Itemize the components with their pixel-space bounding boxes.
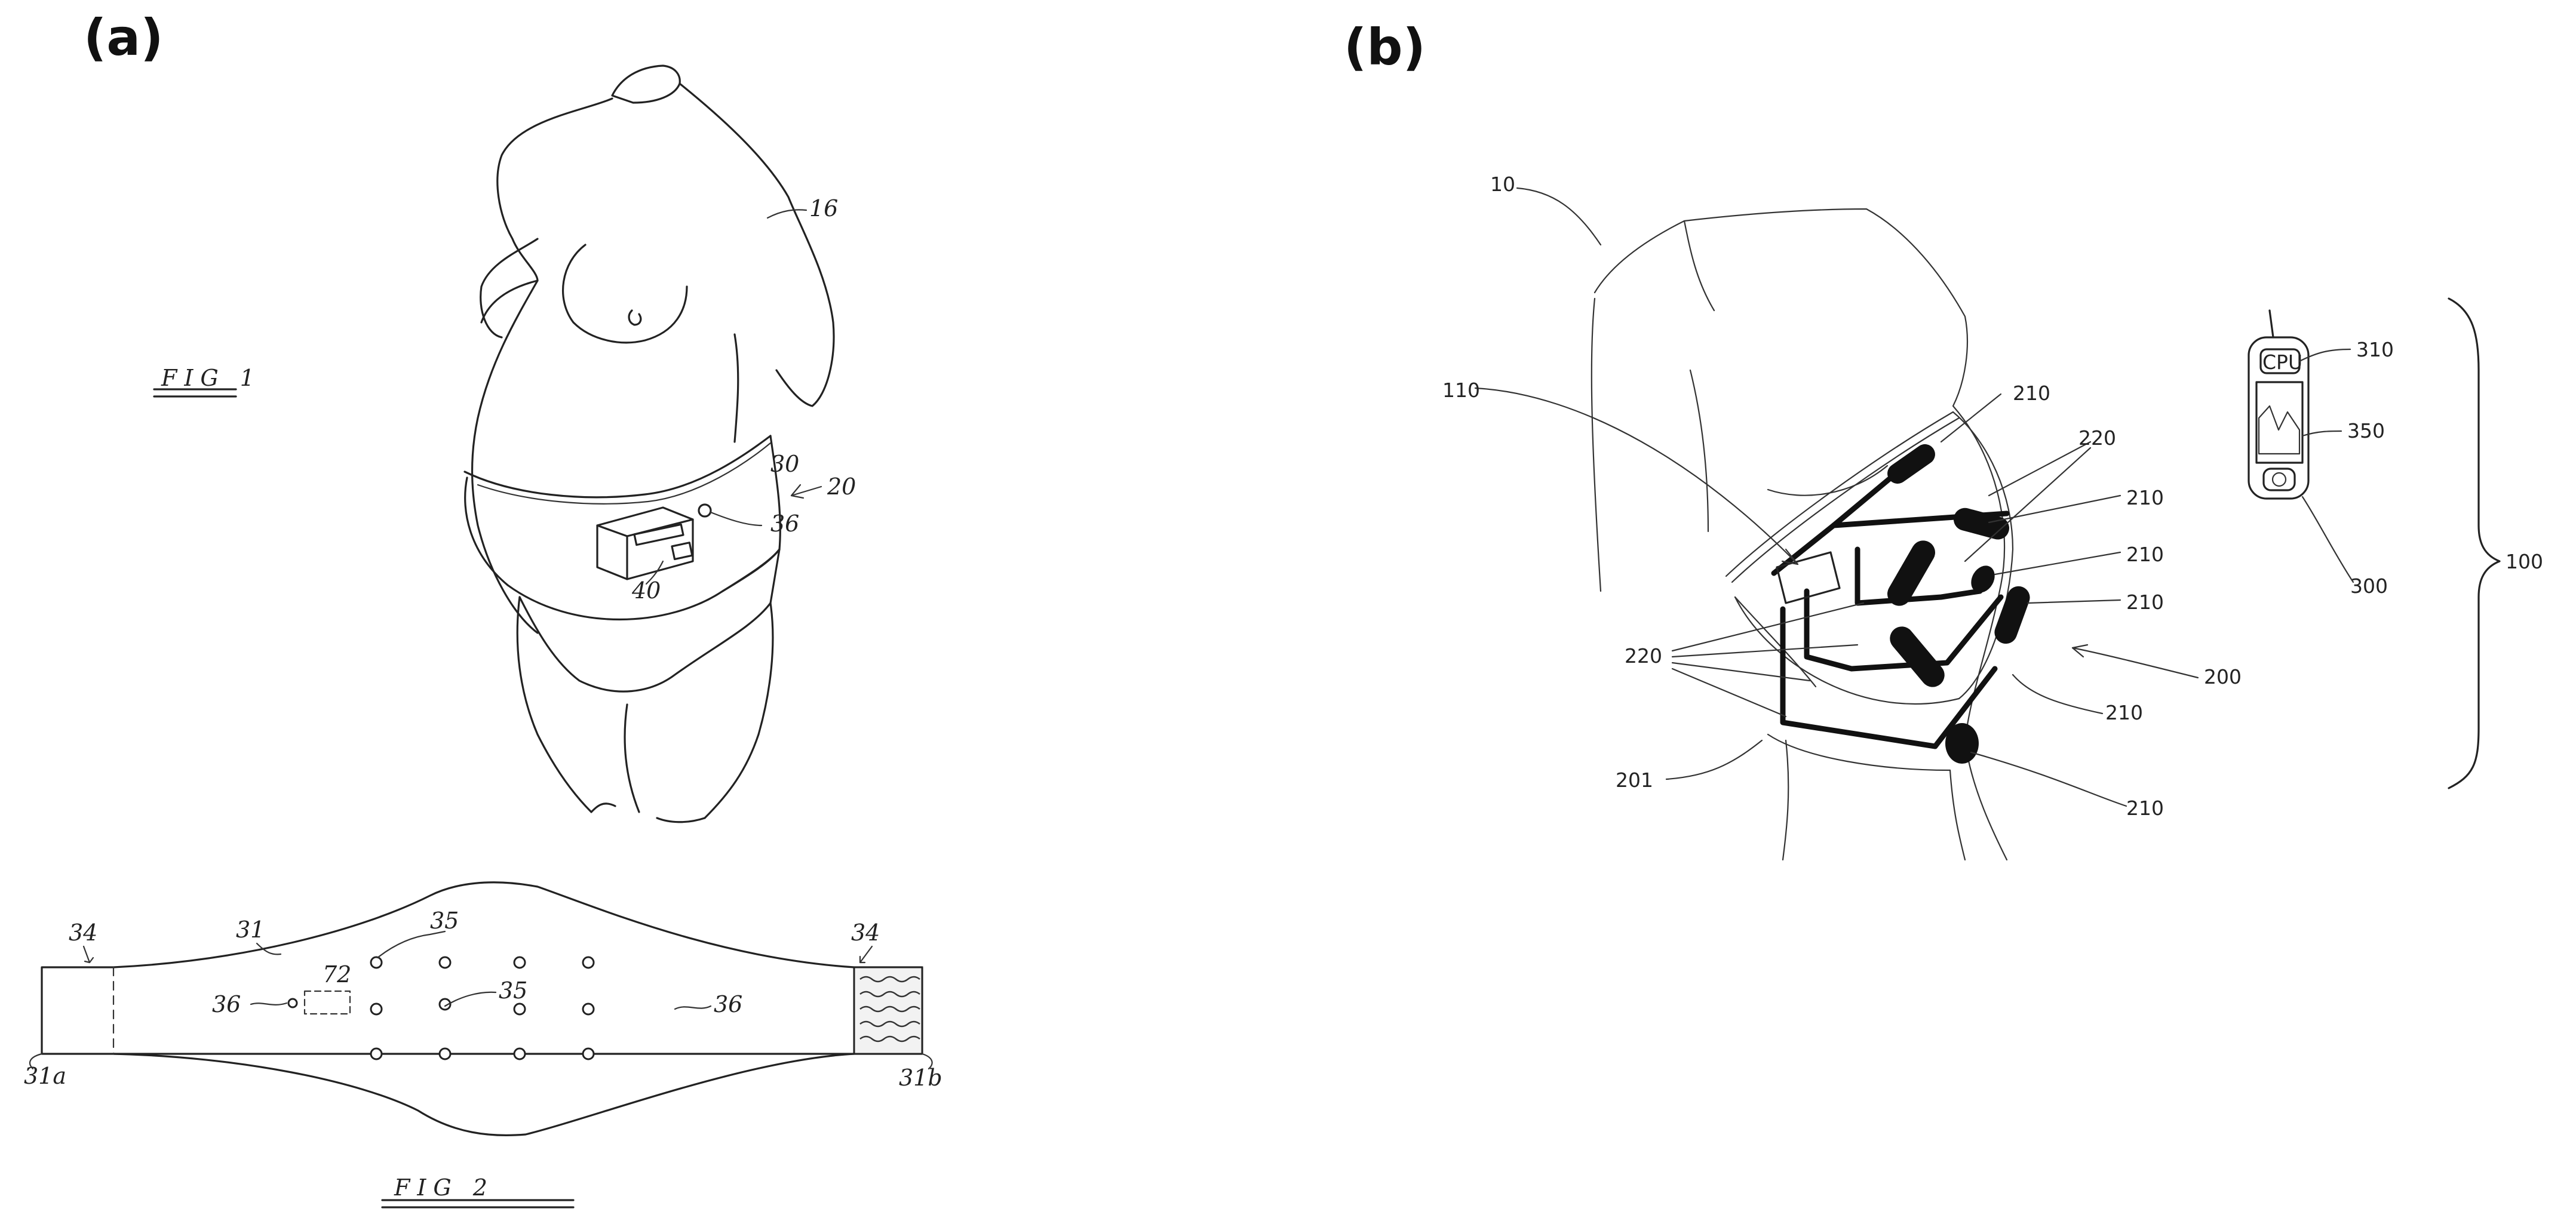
fig-b-body-illustration — [1591, 208, 2014, 861]
velcro-texture — [859, 976, 920, 1043]
ref-210-r2: 210 — [2126, 543, 2164, 566]
ref-31a: 31a — [24, 1063, 66, 1089]
ref-210-r1: 210 — [2126, 486, 2164, 509]
fig1-torso-illustration — [463, 64, 835, 823]
panel-label-b: (b) — [1344, 18, 1426, 76]
ref-34-left: 34 — [69, 920, 97, 946]
ref-35-top: 35 — [430, 908, 459, 934]
ref-300: 300 — [2350, 574, 2388, 598]
panel-label-a: (a) — [84, 8, 163, 67]
ref-35-center: 35 — [499, 977, 527, 1004]
fig1-caption-text: FIG 1 — [161, 365, 262, 391]
ref-10: 10 — [1490, 173, 1515, 196]
ref-31b: 31b — [899, 1065, 942, 1091]
garment-wiring — [1771, 463, 2010, 749]
fig-b-reference-numerals: 10 110 210 220 210 210 210 220 200 210 2… — [1442, 173, 2242, 820]
fig1-caption: FIG 1 — [153, 365, 262, 398]
ref-16: 16 — [809, 195, 838, 222]
ref-31: 31 — [236, 917, 265, 943]
ref-72: 72 — [323, 961, 351, 988]
fig2-caption-text: FIG 2 — [394, 1174, 495, 1201]
ref-210-r4: 210 — [2105, 701, 2143, 724]
ref-200: 200 — [2204, 665, 2242, 688]
ref-220-top: 220 — [2078, 426, 2116, 450]
ref-210-bottom: 210 — [2126, 797, 2164, 820]
ref-310: 310 — [2356, 338, 2394, 361]
system-brace: 100 — [2448, 297, 2543, 789]
ref-350: 350 — [2347, 419, 2385, 442]
electrode-pads — [1887, 444, 2030, 764]
ref-210-r3: 210 — [2126, 591, 2164, 614]
ref-36-right: 36 — [714, 991, 742, 1017]
ref-40: 40 — [631, 577, 661, 604]
fig2-reference-numerals: 31 34 34 31a 31b 35 35 72 36 36 — [24, 908, 942, 1091]
mobile-device: CPU 310 350 300 — [2248, 309, 2394, 598]
ref-34-right: 34 — [851, 920, 880, 946]
ref-36-left: 36 — [212, 991, 241, 1017]
ref-30: 30 — [770, 451, 799, 477]
electrode-grid — [370, 956, 595, 1060]
ref-220-left: 220 — [1625, 644, 1662, 668]
ref-36: 36 — [770, 511, 799, 537]
ref-100: 100 — [2506, 550, 2543, 573]
fig2-caption: FIG 2 — [381, 1174, 575, 1208]
ref-20: 20 — [827, 473, 856, 500]
monitoring-module — [1776, 551, 1841, 604]
ref-110: 110 — [1442, 379, 1480, 402]
fig1-reference-numerals: 16 30 20 36 40 — [631, 195, 856, 604]
ref-201: 201 — [1616, 768, 1653, 792]
cpu-label: CPU — [2262, 350, 2302, 374]
ref-210-top: 210 — [2013, 382, 2050, 405]
fig-b-reference-leaders — [1474, 187, 2199, 807]
fig2-belt-illustration — [41, 881, 923, 1136]
